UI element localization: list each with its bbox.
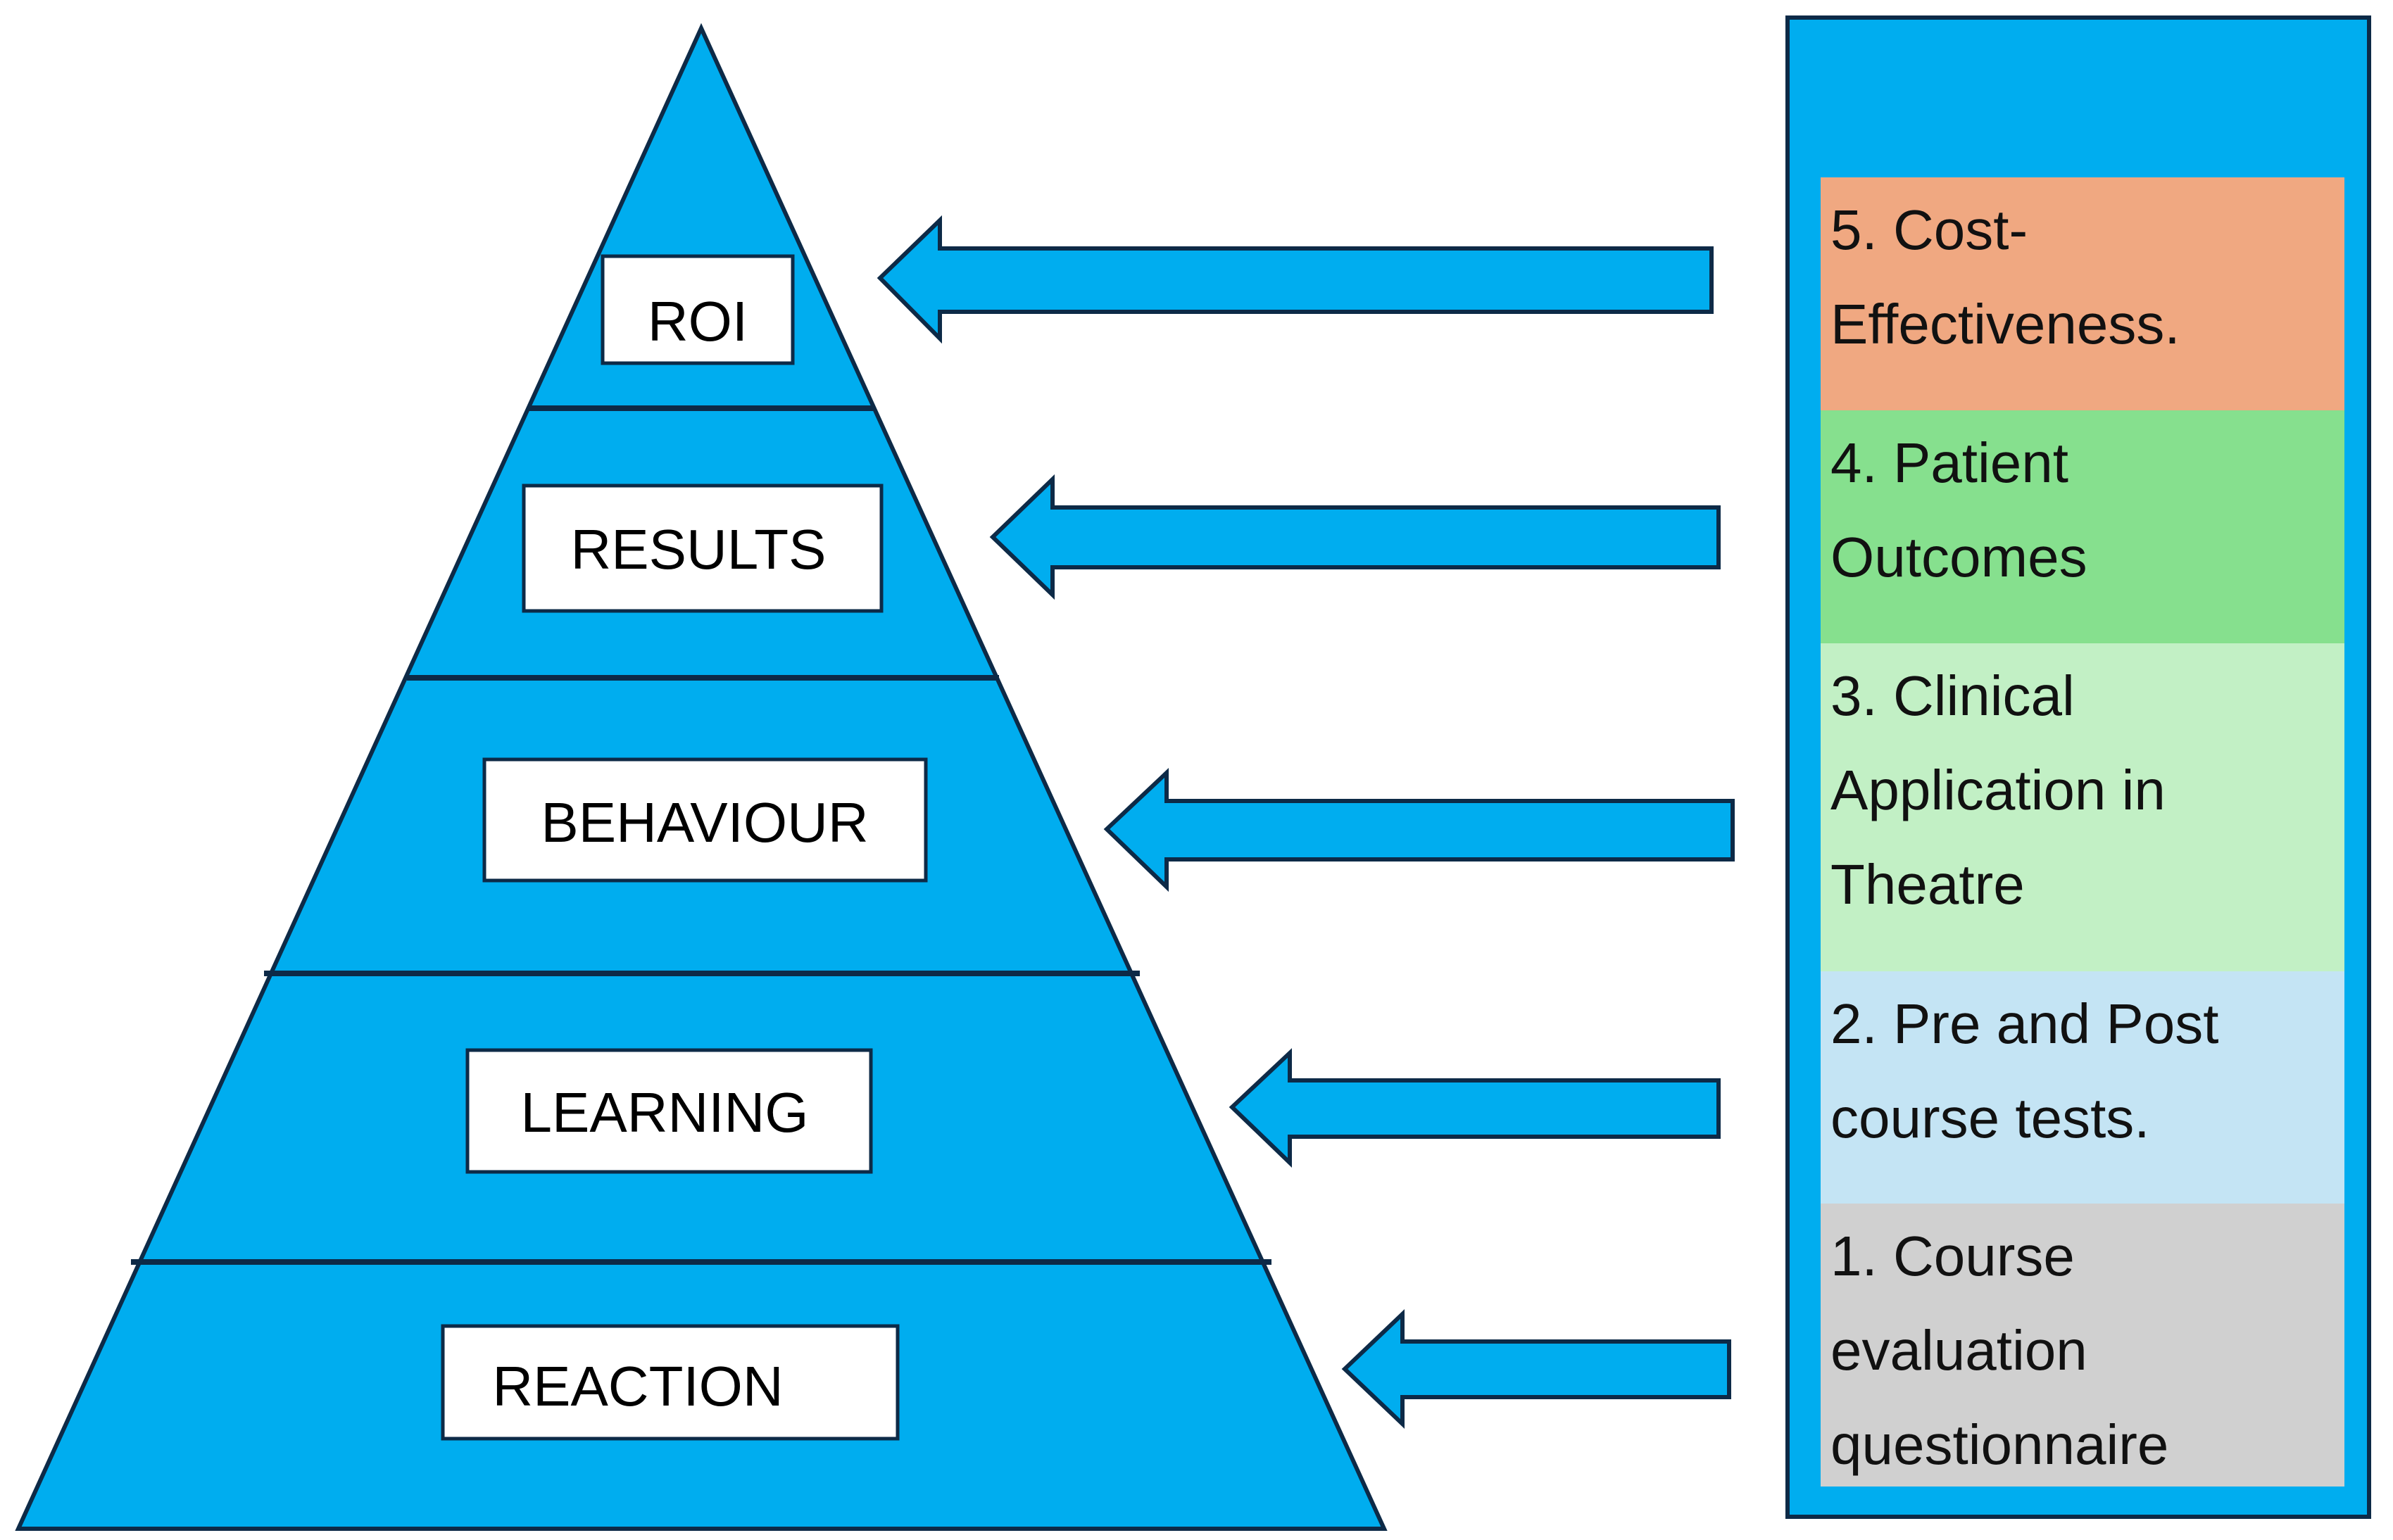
level-behaviour: BEHAVIOUR (482, 757, 928, 883)
level-reaction: REACTION (441, 1324, 900, 1441)
outcome-cost-effectiveness: 5. Cost- Effectiveness. (1821, 177, 2344, 410)
outcome-clinical-application: 3. Clinical Application in Theatre (1821, 643, 2344, 971)
arrow-roi (877, 215, 1714, 344)
arrow-learning (1229, 1048, 1721, 1168)
arrow-behaviour (1103, 768, 1735, 892)
outcome-patient-outcomes: 4. Patient Outcomes (1821, 410, 2344, 643)
level-label-learning: LEARNING (521, 1081, 809, 1144)
level-results: RESULTS (522, 484, 884, 613)
level-label-behaviour: BEHAVIOUR (541, 791, 868, 854)
outcome-pre-post-tests: 2. Pre and Post course tests. (1821, 971, 2344, 1204)
level-label-results: RESULTS (570, 518, 826, 581)
outcome-course-evaluation: 1. Course evaluation questionnaire (1821, 1204, 2344, 1487)
level-label-reaction: REACTION (492, 1355, 783, 1418)
arrow-results (989, 474, 1721, 600)
level-learning: LEARNING (465, 1048, 873, 1174)
arrow-reaction (1341, 1309, 1731, 1429)
level-roi: ROI (601, 254, 795, 365)
level-label-roi: ROI (648, 290, 748, 353)
outcome-panel: 5. Cost- Effectiveness. 4. Patient Outco… (1785, 15, 2371, 1519)
